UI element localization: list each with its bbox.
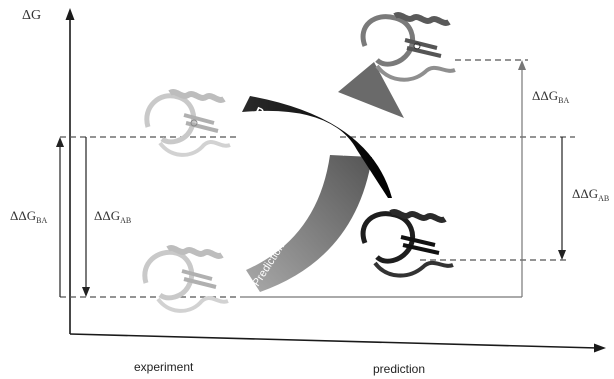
protein-prediction-upper <box>360 12 456 82</box>
protein-experiment-lower <box>142 245 229 313</box>
prediction-arrowhead <box>338 62 404 118</box>
energy-arrows <box>56 60 566 297</box>
protein-loop <box>375 64 456 82</box>
protein-helix <box>393 12 451 26</box>
protein-sheet <box>404 38 442 58</box>
ddg-subscript: AB <box>120 216 132 225</box>
ddg-ab-left-label: ΔΔGAB <box>94 208 131 225</box>
ddg-ab-left-arrowhead <box>82 287 90 297</box>
x-label-experiment: experiment <box>134 360 194 374</box>
protein-ribbon <box>360 211 415 264</box>
x-axis-arrowhead <box>594 343 606 353</box>
protein-loop <box>373 261 454 278</box>
ddg-ba-left-label: ΔΔGBA <box>10 208 47 225</box>
prediction-a-by-b-arrow <box>246 155 372 292</box>
ddg-ba-right-arrowhead <box>518 60 526 70</box>
ddg-ba-right-label: ΔΔGBA <box>532 88 569 105</box>
prediction-b-by-a-arrow <box>242 96 392 198</box>
ddg-subscript: BA <box>36 216 48 225</box>
ddg-subscript: BA <box>558 96 570 105</box>
x-axis <box>69 333 599 349</box>
ddg-ab-right-arrowhead <box>558 250 566 260</box>
protein-experiment-upper <box>144 89 231 157</box>
ddg-prefix: ΔΔG <box>94 208 121 223</box>
level-lines <box>60 59 575 298</box>
protein-sheet <box>181 269 217 289</box>
protein-helix <box>166 245 224 259</box>
ddg-prefix: ΔΔG <box>532 88 559 103</box>
ddg-prefix: ΔΔG <box>10 208 37 223</box>
delta-g-label: ΔG <box>22 8 42 23</box>
protein-site <box>190 119 198 127</box>
ddg-ba-left-arrowhead <box>56 137 64 147</box>
axes <box>65 8 606 353</box>
protein-site <box>413 42 421 50</box>
protein-helix <box>389 209 447 223</box>
protein-ribbon <box>360 14 415 67</box>
protein-helix <box>168 89 226 103</box>
protein-loop <box>156 296 229 313</box>
protein-ribbon <box>144 93 196 145</box>
ddg-subscript: AB <box>598 194 610 203</box>
protein-sheet <box>400 235 440 255</box>
protein-prediction-lower <box>360 209 454 278</box>
x-label-prediction: prediction <box>373 362 426 376</box>
protein-ribbon <box>142 249 194 301</box>
ddg-ab-right-label: ΔΔGAB <box>572 186 609 203</box>
ddg-prefix: ΔΔG <box>572 186 599 201</box>
y-axis-arrowhead <box>65 8 75 20</box>
protein-loop <box>158 140 231 157</box>
